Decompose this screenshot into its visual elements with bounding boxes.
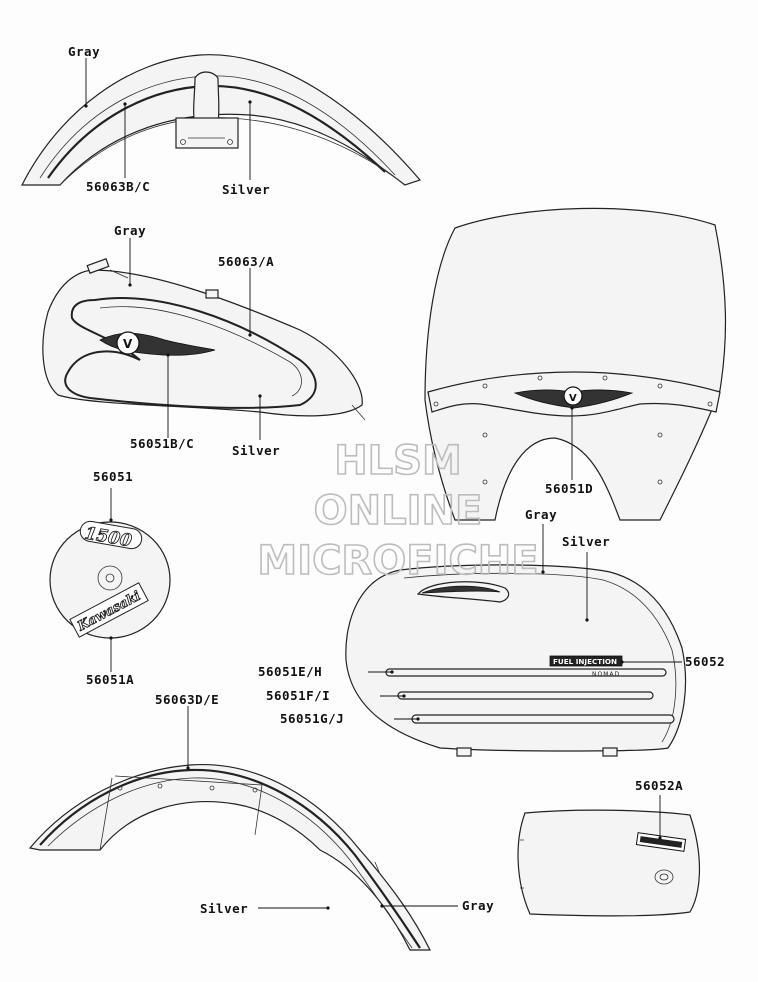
front-fender-leaders <box>84 58 252 180</box>
windshield-leaders <box>570 406 574 480</box>
tank-silver-label: Silver <box>232 443 280 458</box>
round-cover-leaders <box>109 488 113 672</box>
saddlebag-gray-label: Gray <box>525 507 557 522</box>
windshield: V <box>424 207 727 521</box>
saddlebag-leaders <box>368 524 682 721</box>
saddlebag-badge-text: FUEL INJECTION <box>553 657 617 666</box>
svg-text:V: V <box>123 337 133 351</box>
saddlebag: FUEL INJECTION NOMAD <box>345 564 687 757</box>
fuel-tank-leaders <box>128 238 262 440</box>
saddlebag-stripe-upper-part: 56051E/H <box>258 664 322 679</box>
rear-fender-leaders <box>186 706 458 910</box>
fuel-tank: V <box>42 258 366 421</box>
watermark: HLSM ONLINE MICROFICHE <box>257 437 540 585</box>
saddlebag-stripe-middle-part: 56051F/I <box>266 688 330 703</box>
saddlebag-model-text: NOMAD <box>592 671 620 678</box>
side-cover-leaders <box>658 795 662 840</box>
front-fender-silver-label: Silver <box>222 182 270 197</box>
tank-part-number: 56063/A <box>218 254 274 269</box>
front-fender-part-number: 56063B/C <box>86 179 150 194</box>
watermark-line2: ONLINE <box>314 488 483 534</box>
saddlebag-logo-part-number: 56052 <box>685 654 725 669</box>
rear-fender-silver-label: Silver <box>200 901 248 916</box>
cover-bottom-part-number: 56051A <box>86 672 134 687</box>
saddlebag-stripe-lower-part: 56051G/J <box>280 711 344 726</box>
tank-emblem-part-number: 56051B/C <box>130 436 194 451</box>
rear-fender <box>28 763 431 951</box>
rear-fender-gray-label: Gray <box>462 898 494 913</box>
saddlebag-silver-label: Silver <box>562 534 610 549</box>
tank-gray-label: Gray <box>114 223 146 238</box>
round-cover: 1500 Kawasaki <box>49 520 171 639</box>
watermark-line1: HLSM <box>334 438 462 484</box>
side-cover <box>517 809 701 917</box>
front-fender <box>21 54 422 186</box>
cover-top-part-number: 56051 <box>93 469 133 484</box>
side-cover-part-number: 56052A <box>635 778 683 793</box>
rear-fender-part-number: 56063D/E <box>155 692 219 707</box>
svg-text:V: V <box>569 393 577 404</box>
windshield-emblem-part-number: 56051D <box>545 481 593 496</box>
front-fender-gray-label: Gray <box>68 44 100 59</box>
watermark-line3: MICROFICHE <box>257 538 538 584</box>
